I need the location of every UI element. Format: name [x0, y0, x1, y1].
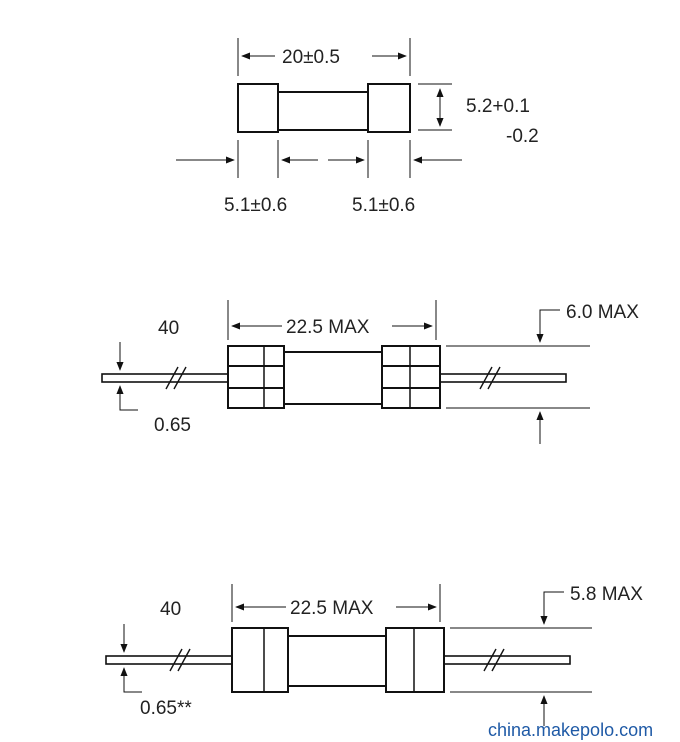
left-lead-wire [101, 373, 229, 383]
fuse-tube-body [287, 635, 387, 687]
fuse-diagram-3: 22.5 MAX 40 5.8 MAX 0.65** [105, 584, 643, 726]
length-dimension-label: 20±0.5 [282, 47, 340, 68]
diameter-dimension-label: 5.8 MAX [570, 584, 643, 605]
left-end-cap [227, 345, 285, 409]
fuse-diagram-2: 22.5 MAX 40 6.0 MAX 0.65 [101, 300, 639, 444]
lead-length-label: 40 [160, 599, 181, 620]
left-end-cap [237, 83, 279, 133]
right-end-cap [367, 83, 411, 133]
diameter-dimension-label: 5.2+0.1 [466, 96, 530, 117]
left-end-cap [231, 627, 289, 693]
diameter-dimension-label: 6.0 MAX [566, 302, 639, 323]
body-length-dimension-label: 22.5 MAX [286, 317, 370, 338]
body-length-dimension-label: 22.5 MAX [290, 598, 374, 619]
fuse-tube-body [277, 91, 369, 131]
fuse-diagram-1: 20±0.5 5.2+0.1 -0.2 5.1±0.6 5.1±0.6 [176, 38, 539, 216]
lead-diameter-dimension-label: 0.65** [140, 698, 192, 719]
right-end-cap [385, 627, 445, 693]
lead-length-label: 40 [158, 318, 179, 339]
diameter-tolerance-label: -0.2 [506, 126, 539, 147]
watermark-text: china.makepolo.com [488, 720, 653, 740]
right-lead-wire [443, 655, 571, 665]
right-end-cap [381, 345, 441, 409]
left-lead-wire [105, 655, 233, 665]
right-lead-wire [439, 373, 567, 383]
fuse-tube-body [283, 351, 383, 405]
lead-diameter-dimension-label: 0.65 [154, 415, 191, 436]
left-cap-dimension-label: 5.1±0.6 [224, 195, 287, 216]
right-cap-dimension-label: 5.1±0.6 [352, 195, 415, 216]
